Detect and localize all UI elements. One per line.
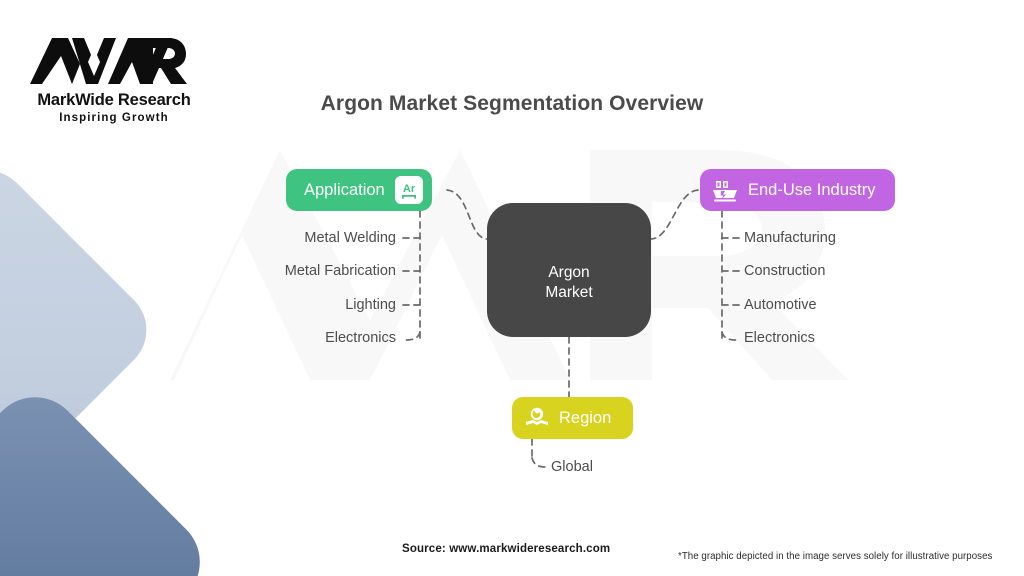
leaf-end-use-industry-4: Electronics [744,330,815,346]
link-application-leaf-4 [403,331,421,341]
mwr-logo-mark-icon [30,38,187,84]
leaf-application-2: Metal Fabrication [284,263,396,279]
branch-badge-end-use-industry[interactable]: End-Use Industry [700,169,896,211]
brand-name: MarkWide Research [37,91,191,109]
leaf-end-use-industry-2: Construction [744,263,826,279]
leaf-application-4: Electronics [325,330,396,346]
center-node-label-line2: Market [545,284,593,301]
brand-tagline: Inspiring Growth [59,112,169,124]
branch-badge-application[interactable]: Application Ar [286,169,432,211]
branch-badge-region[interactable]: Region [512,397,634,439]
argon-element-icon: Ar [394,176,423,204]
link-enduse-center [650,189,699,240]
link-application-center [446,189,488,240]
link-region-leaf-1 [531,457,547,468]
leaf-application-3: Lighting [345,297,396,313]
svg-text:Ar: Ar [403,183,416,195]
link-enduse-leaf-4 [721,331,739,341]
center-node-label-line1: Argon [548,263,590,281]
branch-label-application: Application [304,180,385,199]
disclaimer-note: *The graphic depicted in the image serve… [678,551,993,562]
brand-logo: MarkWide Research Inspiring Growth [28,32,208,124]
globe-hands-icon [522,403,552,433]
leaf-end-use-industry-1: Manufacturing [744,230,836,246]
page-title: Argon Market Segmentation Overview [320,92,704,115]
leaf-application-1: Metal Welding [304,230,396,246]
leaf-end-use-industry-3: Automotive [744,297,817,313]
branch-label-region: Region [559,408,612,427]
source-credit: Source: www.markwideresearch.com [402,543,611,555]
branch-label-end-use-industry: End-Use Industry [748,180,876,199]
leaf-region-1: Global [551,459,593,475]
center-node: Argon Market [487,203,651,337]
factory-icon [710,175,740,205]
